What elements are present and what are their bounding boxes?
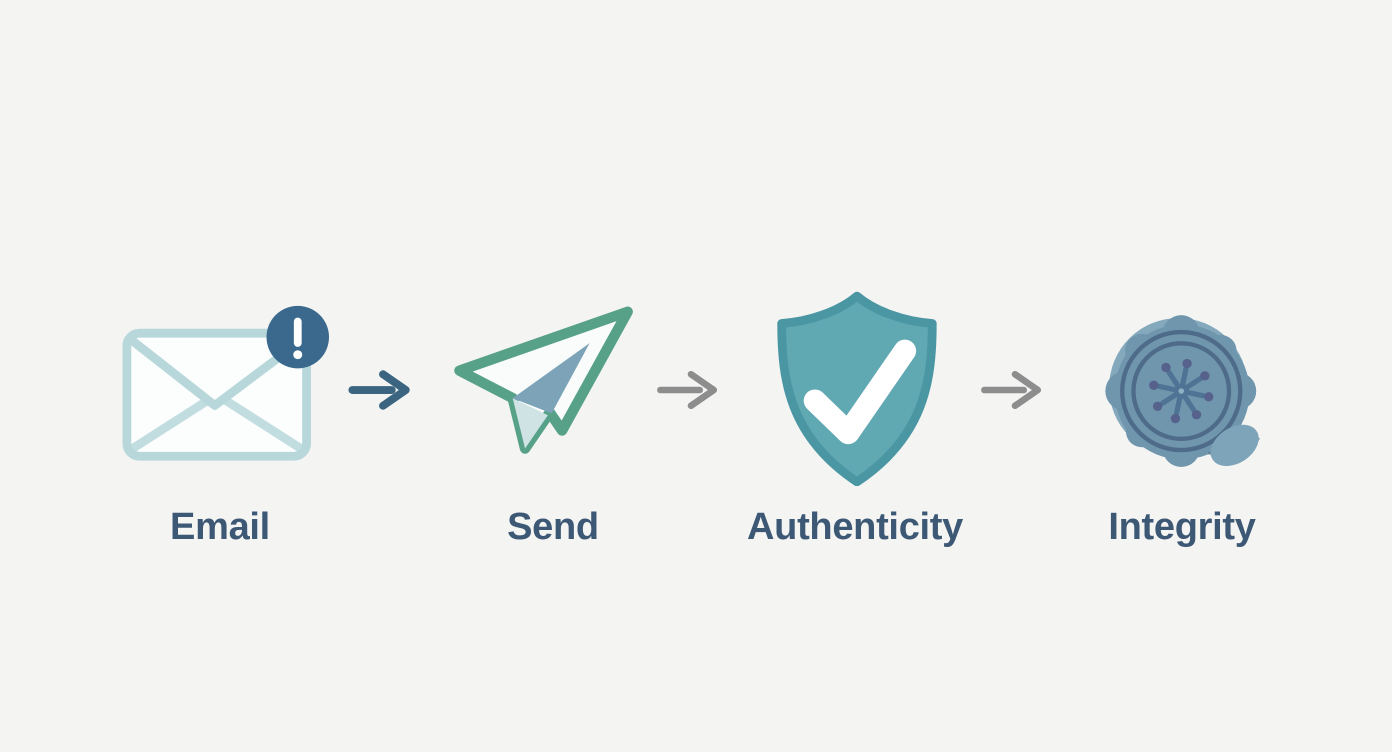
check-mark-icon: [803, 339, 917, 445]
flow-arrow-3: [981, 370, 1042, 410]
step-label-email: Email: [170, 506, 270, 548]
flow-arrow-2: [657, 370, 718, 410]
step-label-send: Send: [507, 506, 599, 548]
flow-arrow-1: [348, 370, 410, 410]
seal-fold: [1207, 424, 1261, 467]
step-label-authenticity: Authenticity: [747, 506, 963, 548]
paper-plane-icon: [454, 306, 633, 454]
shield-check-icon: [777, 291, 937, 486]
alert-badge-icon: [266, 305, 330, 369]
step-label-integrity: Integrity: [1108, 506, 1256, 548]
envelope-alert-icon: [122, 305, 330, 461]
seal-emblem-icon: [1149, 358, 1214, 424]
wax-seal-icon: [1105, 315, 1261, 467]
envelope-icon: [122, 328, 311, 461]
